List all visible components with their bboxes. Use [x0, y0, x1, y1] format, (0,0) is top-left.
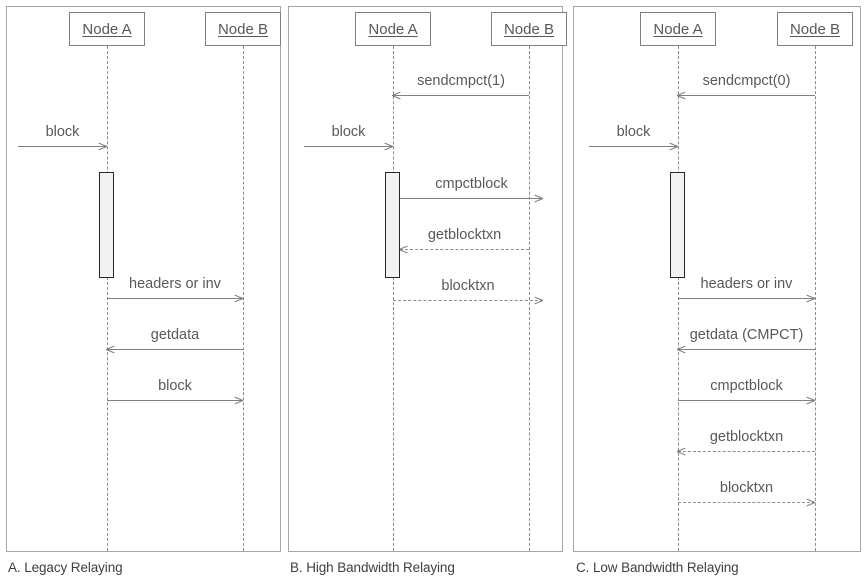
panel-a-node-b-box[interactable]: Node B: [205, 12, 281, 46]
panel-c-node-a-box[interactable]: Node A: [640, 12, 716, 46]
panel-b-message-blocktxn-line: [393, 300, 543, 301]
panel-a-message-headers-or-inv-line: [107, 298, 243, 299]
panel-b-message-getblocktxn-line: [400, 249, 529, 250]
panel-b-message-getblocktxn-label: getblocktxn: [427, 227, 502, 244]
panel-b-node-b-box[interactable]: Node B: [491, 12, 567, 46]
panel-a-activation-bar: [99, 172, 114, 278]
panel-c-message-getdata-cmpct-line: [678, 349, 815, 350]
panel-a-message-block-inbound-arrowhead-icon: [98, 141, 108, 151]
panel-b-message-block-inbound-arrowhead-icon: [384, 141, 394, 151]
panel-a-message-block-out-arrowhead-icon: [234, 395, 244, 405]
panel-b-message-blocktxn-label: blocktxn: [441, 278, 495, 295]
panel-c-message-sendcmpct-0-label: sendcmpct(0): [702, 73, 791, 90]
panel-a-node-b-label: Node B: [217, 20, 269, 38]
panel-a-message-block-out-line: [107, 400, 243, 401]
panel-a-message-block-out-label: block: [158, 378, 192, 395]
panel-c-message-block-inbound-arrowhead-icon: [669, 141, 679, 151]
panel-b-activation-bar: [385, 172, 400, 278]
panel-a-message-getdata-arrowhead-icon: [106, 344, 116, 354]
panel-c-message-cmpctblock-arrowhead-icon: [806, 395, 816, 405]
panel-c-message-block-inbound-line: [589, 146, 678, 147]
panel-c-message-getblocktxn-arrowhead-icon: [677, 446, 687, 456]
panel-c-message-getblocktxn-label: getblocktxn: [709, 429, 784, 446]
panel-c-message-block-inbound-label: block: [616, 124, 651, 141]
panel-c-activation-bar: [670, 172, 685, 278]
panel-c: [573, 6, 861, 552]
panel-b-message-blocktxn-arrowhead-icon: [534, 295, 544, 305]
panel-c-message-headers-or-inv-arrowhead-icon: [806, 293, 816, 303]
panel-b-caption: B. High Bandwidth Relaying: [290, 560, 455, 575]
panel-a-message-block-inbound-label: block: [45, 124, 80, 141]
panel-a-caption: A. Legacy Relaying: [8, 560, 123, 575]
panel-b-message-sendcmpct-1-arrowhead-icon: [392, 90, 402, 100]
panel-c-node-b-label: Node B: [789, 20, 841, 38]
panel-a-message-block-inbound-line: [18, 146, 107, 147]
panel-b-message-block-inbound-label: block: [331, 124, 366, 141]
panel-b-message-cmpctblock-arrowhead-icon: [534, 193, 544, 203]
panel-b-lifeline-node-a: [393, 46, 394, 551]
panel-c-message-getblocktxn-line: [678, 451, 815, 452]
panel-a: [6, 6, 281, 552]
panel-c-message-getdata-cmpct-label: getdata (CMPCT): [689, 327, 804, 344]
panel-a-message-getdata-label: getdata: [150, 327, 200, 344]
panel-b-message-sendcmpct-1-label: sendcmpct(1): [417, 73, 505, 90]
panel-a-message-getdata-line: [107, 349, 243, 350]
panel-c-message-sendcmpct-0-arrowhead-icon: [677, 90, 687, 100]
panel-c-message-blocktxn-label: blocktxn: [719, 480, 774, 497]
panel-b-message-cmpctblock-label: cmpctblock: [435, 176, 508, 193]
panel-c-message-blocktxn-line: [678, 502, 815, 503]
panel-b-lifeline-node-b: [529, 46, 530, 551]
panel-a-message-headers-or-inv-label: headers or inv: [129, 276, 221, 293]
panel-b-message-sendcmpct-1-line: [393, 95, 529, 96]
panel-c-node-b-box[interactable]: Node B: [777, 12, 853, 46]
panel-b-message-block-inbound-line: [304, 146, 393, 147]
panel-b-node-a-box[interactable]: Node A: [355, 12, 431, 46]
panel-b-node-a-label: Node A: [368, 20, 418, 38]
panel-b-message-getblocktxn-arrowhead-icon: [399, 244, 409, 254]
panel-b: [288, 6, 563, 552]
panel-b-node-b-label: Node B: [503, 20, 555, 38]
panel-a-message-headers-or-inv-arrowhead-icon: [234, 293, 244, 303]
panel-a-node-a-box[interactable]: Node A: [69, 12, 145, 46]
panel-c-message-headers-or-inv-label: headers or inv: [700, 276, 793, 293]
panel-b-message-cmpctblock-line: [400, 198, 543, 199]
panel-c-message-blocktxn-arrowhead-icon: [806, 497, 816, 507]
panel-c-message-headers-or-inv-line: [678, 298, 815, 299]
panel-c-message-cmpctblock-label: cmpctblock: [710, 378, 783, 395]
panel-c-caption: C. Low Bandwidth Relaying: [576, 560, 739, 575]
panel-c-node-a-label: Node A: [653, 20, 703, 38]
panel-c-message-cmpctblock-line: [678, 400, 815, 401]
panel-c-message-getdata-cmpct-arrowhead-icon: [677, 344, 687, 354]
panel-a-node-a-label: Node A: [82, 20, 132, 38]
panel-c-message-sendcmpct-0-line: [678, 95, 815, 96]
